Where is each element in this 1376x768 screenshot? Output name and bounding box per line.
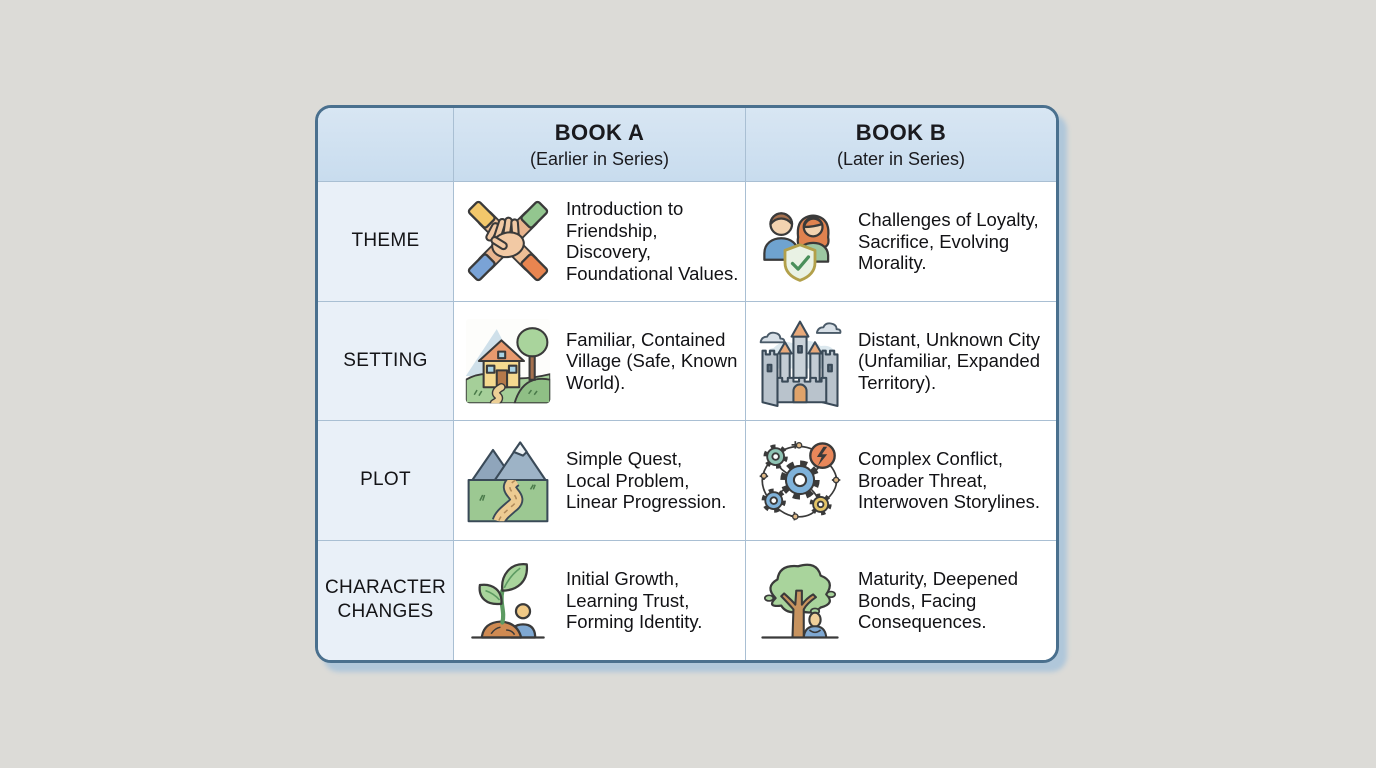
book-b-subtitle: (Later in Series) — [836, 148, 966, 169]
row-label-plot: PLOT — [318, 421, 454, 541]
setting-book-b-cell: Distant, Unknown City (Unfamiliar, Expan… — [746, 301, 1056, 421]
sprout-person-icon — [471, 563, 545, 639]
theme-book-a-cell: Introduction to Friendship, Discovery, F… — [454, 182, 746, 302]
plot-book-b-text: Complex Conflict, Broader Threat, Interw… — [858, 448, 1041, 512]
mature-tree-person-icon — [761, 563, 839, 639]
row-label-setting: SETTING — [318, 301, 454, 421]
plot-book-a-text: Simple Quest, Local Problem, Linear Prog… — [566, 448, 727, 512]
setting-book-a-text: Familiar, Contained Village (Safe, Known… — [566, 328, 738, 393]
plot-book-a-cell: Simple Quest, Local Problem, Linear Prog… — [454, 421, 746, 541]
castle-city-icon — [759, 320, 842, 407]
character-book-b-cell: Maturity, Deepened Bonds, Facing Consequ… — [746, 540, 1056, 660]
winding-path-icon — [467, 441, 549, 523]
character-book-a-cell: Initial Growth, Learning Trust, Forming … — [454, 540, 746, 660]
setting-book-b-text: Distant, Unknown City (Unfamiliar, Expan… — [858, 328, 1041, 393]
theme-book-b-text: Challenges of Loyalty, Sacrifice, Evolvi… — [858, 209, 1039, 273]
character-book-a-text: Initial Growth, Learning Trust, Forming … — [566, 568, 703, 632]
header-book-b: BOOK B (Later in Series) — [746, 108, 1056, 182]
header-corner-cell — [318, 108, 454, 182]
book-a-subtitle: (Earlier in Series) — [529, 148, 670, 169]
header-book-a: BOOK A (Earlier in Series) — [454, 108, 746, 182]
setting-book-a-cell: Familiar, Contained Village (Safe, Known… — [454, 301, 746, 421]
book-a-title: BOOK A — [554, 119, 645, 145]
people-shield-icon — [763, 212, 830, 283]
theme-book-a-text: Introduction to Friendship, Discovery, F… — [566, 198, 739, 284]
row-label-character-changes: CHARACTER CHANGES — [318, 540, 454, 660]
theme-book-b-cell: Challenges of Loyalty, Sacrifice, Evolvi… — [746, 182, 1056, 302]
plot-book-b-cell: Complex Conflict, Broader Threat, Interw… — [746, 421, 1056, 541]
book-comparison-table: BOOK A (Earlier in Series) BOOK B (Later… — [315, 105, 1059, 663]
gears-network-icon — [759, 441, 841, 521]
character-book-b-text: Maturity, Deepened Bonds, Facing Consequ… — [858, 568, 1019, 632]
book-b-title: BOOK B — [855, 119, 947, 145]
village-house-icon — [465, 318, 551, 403]
teamwork-hands-icon — [467, 201, 549, 282]
row-label-theme: THEME — [318, 182, 454, 302]
